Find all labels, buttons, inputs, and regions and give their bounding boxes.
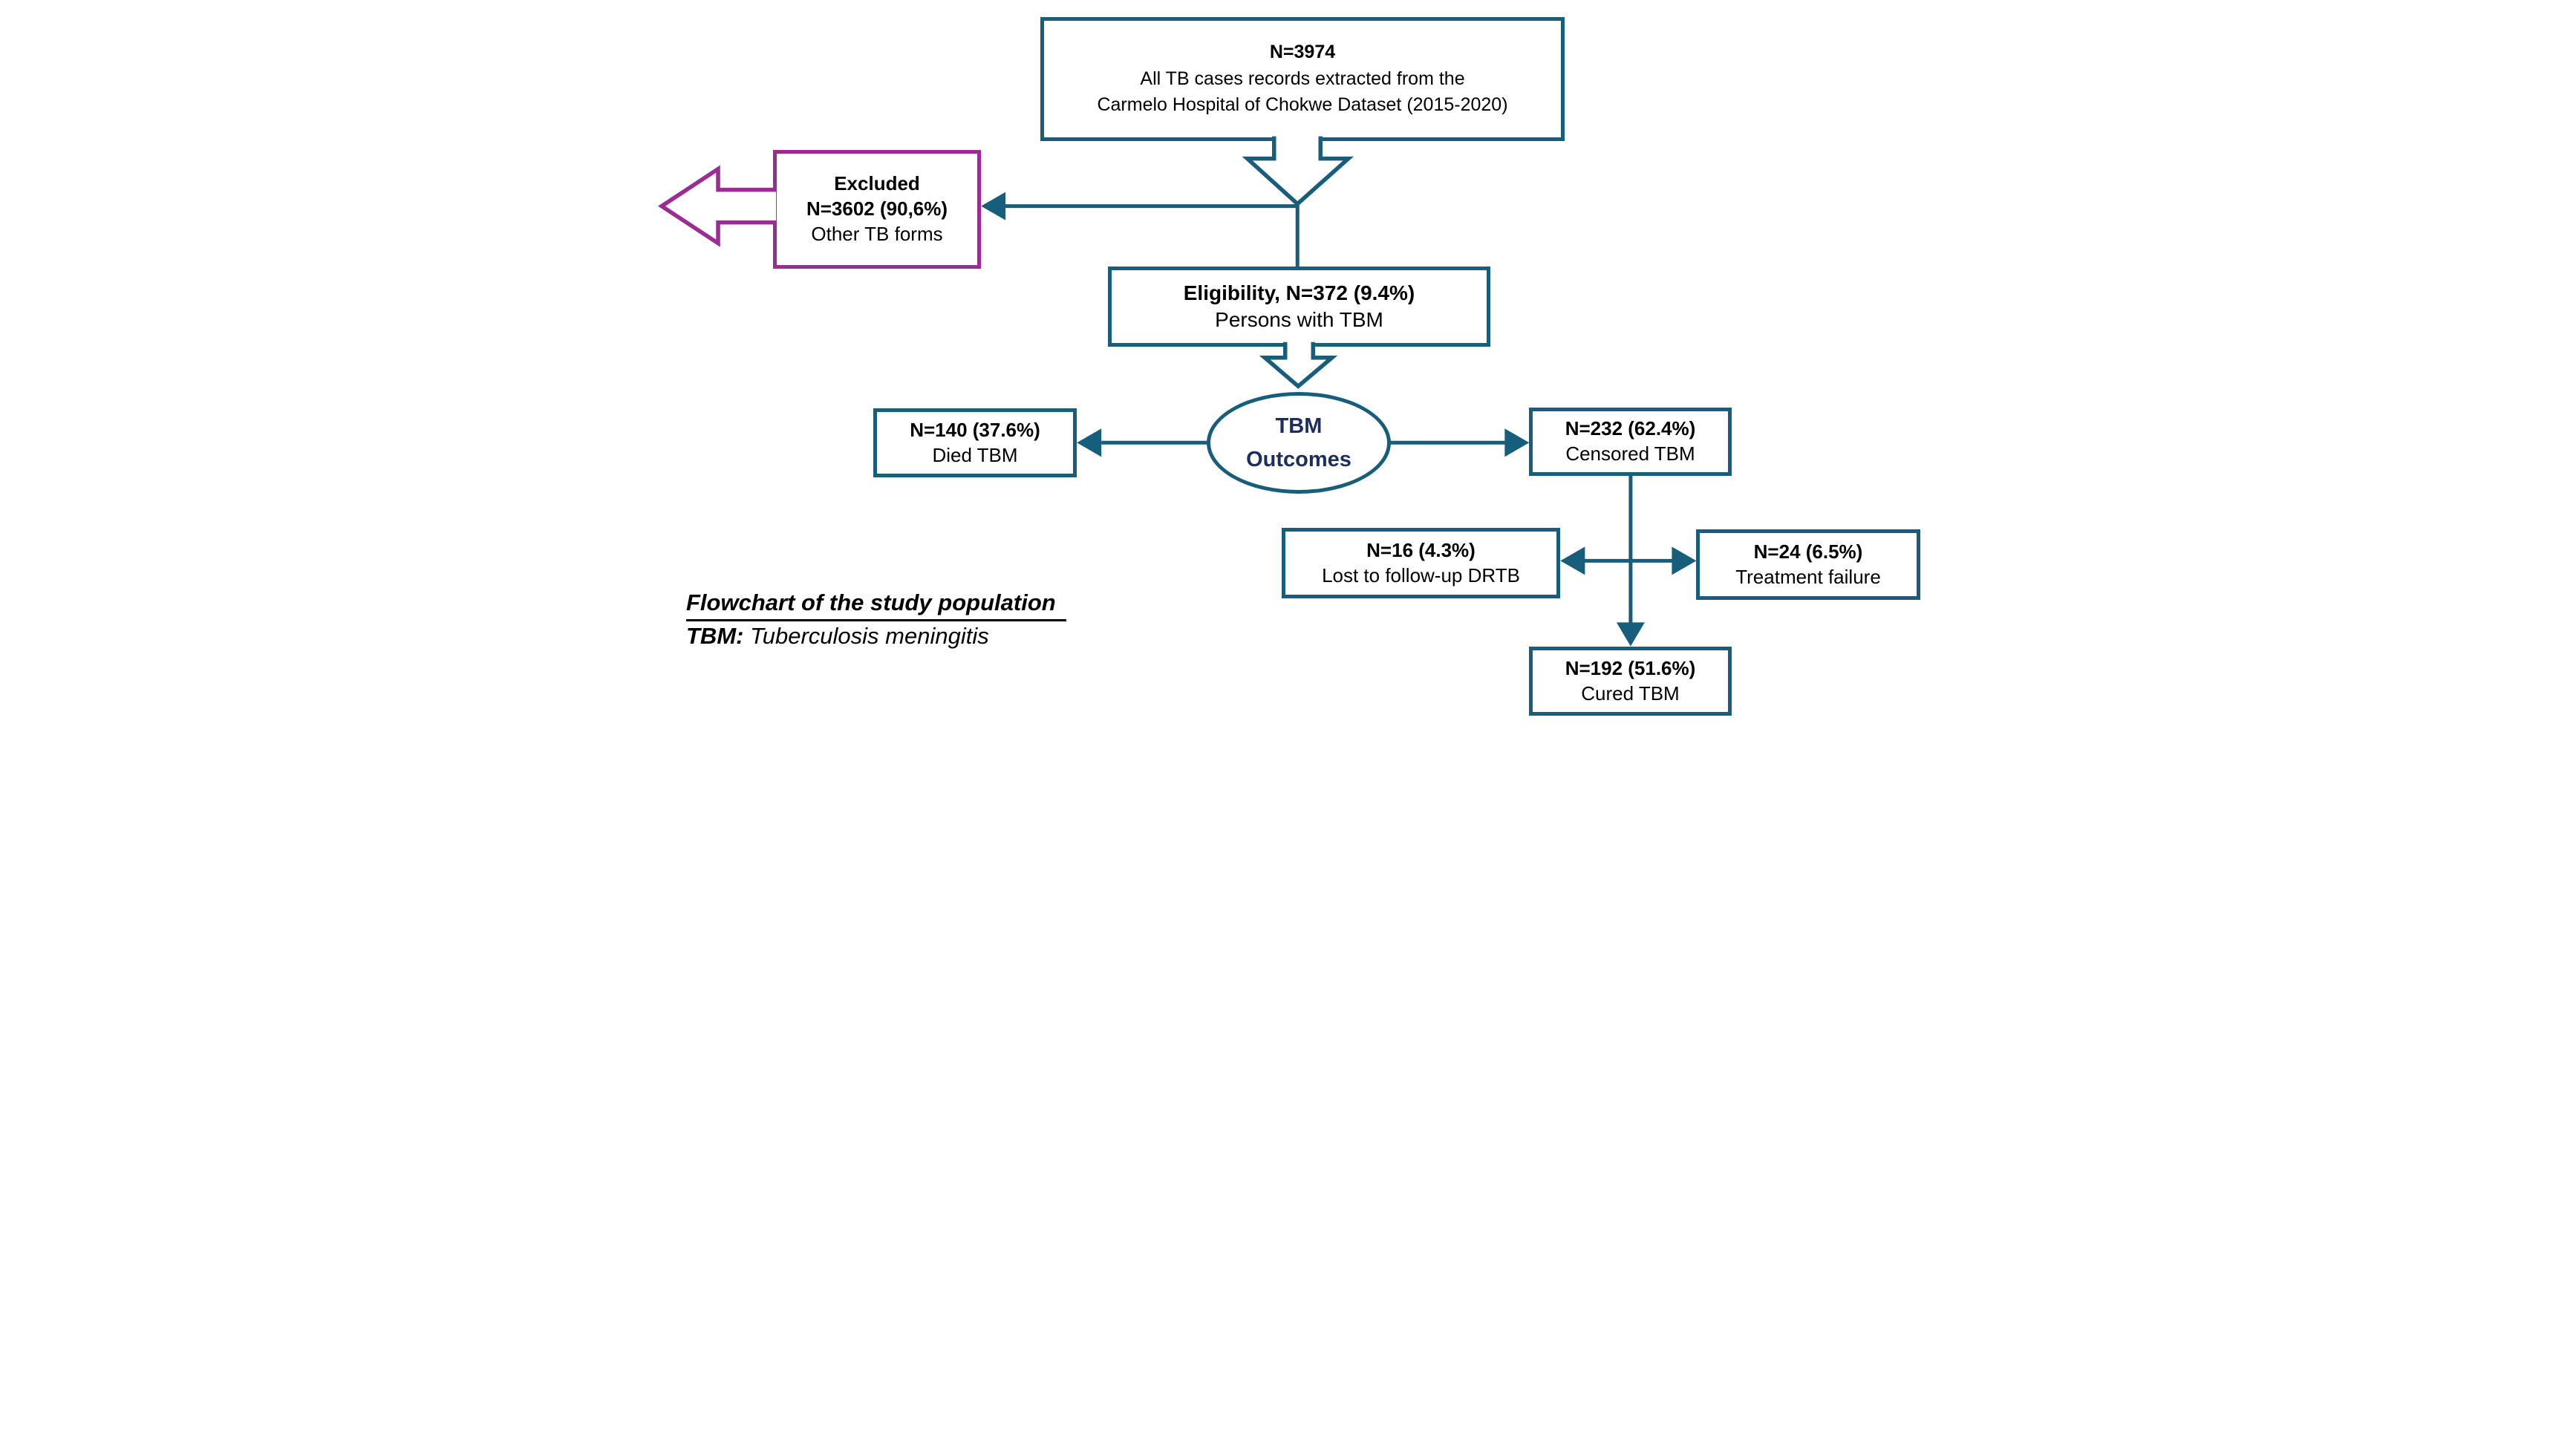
arrowhead-into-lost-icon <box>1560 546 1585 575</box>
flowchart-figure: N=3974 All TB cases records extracted fr… <box>644 0 1932 721</box>
node-died-tbm-n: N=140 (37.6%) <box>910 418 1040 441</box>
node-cured-tbm-label: Cured TBM <box>1581 682 1680 705</box>
caption-definition: Tuberculosis meningitis <box>750 622 989 649</box>
node-eligibility-label: Persons with TBM <box>1215 308 1383 331</box>
node-cured-tbm: N=192 (51.6%) Cured TBM <box>1529 647 1732 716</box>
node-tbm-outcomes-line1: TBM <box>1275 414 1323 438</box>
node-treatment-failure-label: Treatment failure <box>1735 565 1881 588</box>
node-excluded-n: N=3602 (90,6%) <box>806 197 948 220</box>
node-treatment-failure: N=24 (6.5%) Treatment failure <box>1696 529 1920 600</box>
node-tbm-outcomes-line2: Outcomes <box>1246 447 1351 471</box>
down-arrow-to-outcomes-icon <box>1259 342 1338 389</box>
node-all-tb-cases-line1: All TB cases records extracted from the <box>1140 68 1465 89</box>
node-all-tb-cases: N=3974 All TB cases records extracted fr… <box>1040 17 1565 141</box>
arrowhead-into-died-icon <box>1077 428 1102 457</box>
node-cured-tbm-n: N=192 (51.6%) <box>1565 656 1696 679</box>
node-censored-tbm-label: Censored TBM <box>1565 442 1695 465</box>
caption-line-2: TBM: Tuberculosis meningitis <box>686 621 1066 652</box>
node-excluded-label: Other TB forms <box>811 222 943 245</box>
caption-abbreviation: TBM: <box>686 622 744 649</box>
caption-line-1: Flowchart of the study population <box>686 588 1066 621</box>
node-censored-tbm: N=232 (62.4%) Censored TBM <box>1529 408 1732 476</box>
node-lost-to-follow-up: N=16 (4.3%) Lost to follow-up DRTB <box>1282 528 1560 598</box>
node-lost-to-follow-up-n: N=16 (4.3%) <box>1366 538 1476 561</box>
node-all-tb-cases-n: N=3974 <box>1269 42 1336 63</box>
node-eligibility: Eligibility, N=372 (9.4%) Persons with T… <box>1108 267 1490 347</box>
node-excluded-title: Excluded <box>834 172 920 195</box>
node-excluded: Excluded N=3602 (90,6%) Other TB forms <box>773 150 981 269</box>
node-treatment-failure-n: N=24 (6.5%) <box>1753 540 1863 563</box>
node-eligibility-n: Eligibility, N=372 (9.4%) <box>1183 281 1415 304</box>
node-tbm-outcomes: TBM Outcomes <box>1207 392 1391 494</box>
node-censored-tbm-n: N=232 (62.4%) <box>1565 417 1696 440</box>
arrowhead-into-censored-icon <box>1504 428 1530 457</box>
arrowhead-into-failure-icon <box>1672 546 1697 575</box>
node-died-tbm: N=140 (37.6%) Died TBM <box>873 408 1077 477</box>
arrowhead-into-excluded-icon <box>981 192 1006 220</box>
excluded-left-block-arrow-icon <box>658 165 777 247</box>
node-died-tbm-label: Died TBM <box>932 443 1018 466</box>
down-merge-arrow-icon <box>1242 136 1354 207</box>
figure-caption: Flowchart of the study population TBM: T… <box>686 588 1066 652</box>
caption-title: Flowchart of the study population <box>686 588 1066 621</box>
node-lost-to-follow-up-label: Lost to follow-up DRTB <box>1322 563 1520 586</box>
node-all-tb-cases-line2: Carmelo Hospital of Chokwe Dataset (2015… <box>1097 94 1508 116</box>
arrowhead-into-cured-icon <box>1616 622 1645 647</box>
